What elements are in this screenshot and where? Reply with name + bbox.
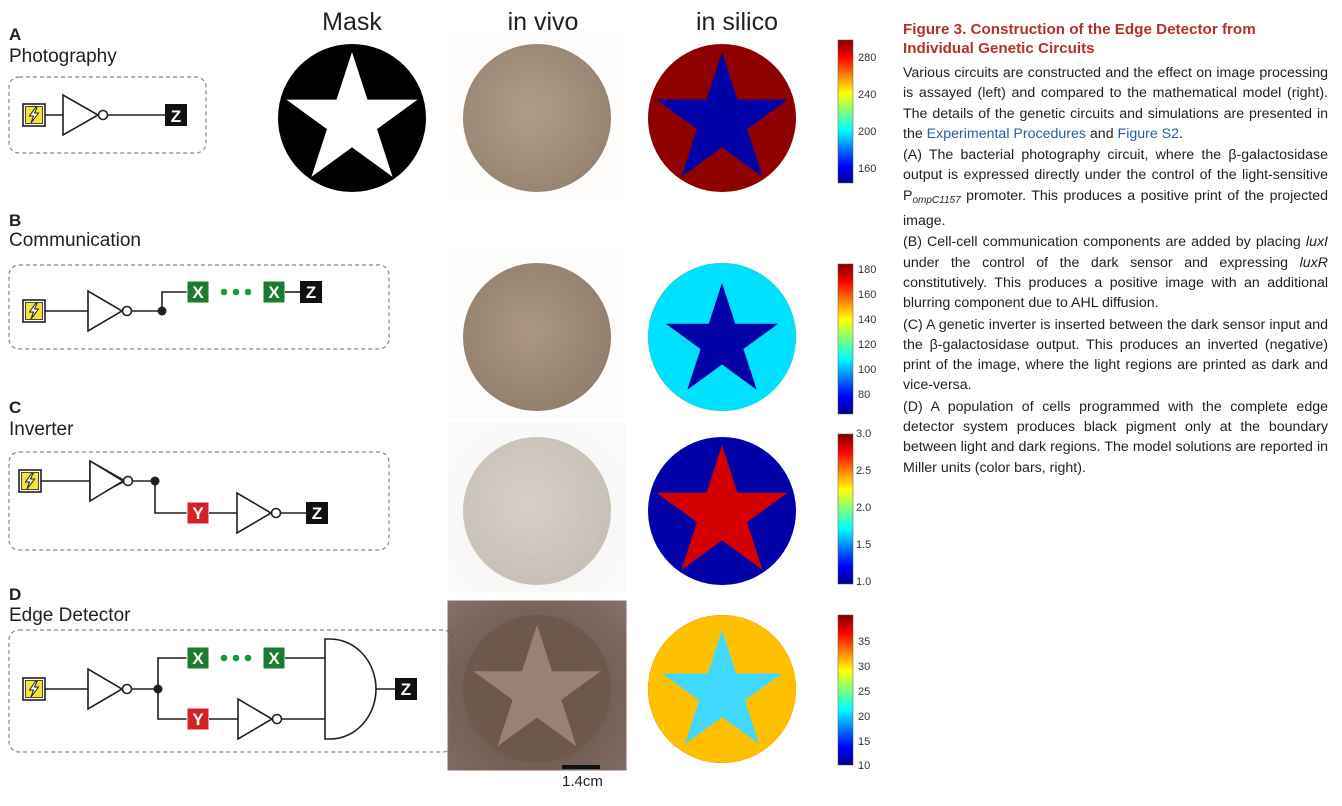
figure-caption: Figure 3. Construction of the Edge Detec… [903,20,1328,479]
colorbar-c-tick: 3.0 [856,428,872,440]
inverter-gate [87,667,124,711]
colorbar-d-tick: 25 [858,686,871,698]
column-header-in-silico: in silico [696,8,778,36]
gene-luxi: luxI [1305,234,1328,251]
colorbar-c [837,433,854,585]
colorbar-a-tick: 160 [858,163,877,175]
caption-text: promoter. This produces a positive print… [903,187,1328,230]
x-label: X [192,283,204,302]
z-output-box [300,281,322,303]
circuit-communication: X X Z [22,280,322,333]
colorbar-b-tick: 120 [858,339,877,351]
caption-title: Figure 3. Construction of the Edge Detec… [903,21,1256,57]
colorbar-b-tick: 80 [858,389,871,401]
x-box [186,280,210,304]
colorbar-b-tick: 180 [858,264,877,276]
light-sensor-icon [22,677,46,701]
colorbar-b-tick: 100 [858,364,877,376]
colorbar-b-tick: 160 [858,289,877,301]
z-output-box [165,104,187,126]
panel-title-communication: Communication [9,230,141,251]
colorbar-d-tick: 20 [858,711,871,723]
z-label: Z [312,504,322,523]
z-label: Z [171,107,181,126]
link-experimental-procedures[interactable]: Experimental Procedures [926,125,1086,142]
x-label: X [268,649,280,668]
colorbar-d-tick: 35 [858,636,871,648]
colorbar-a-tick: 200 [858,126,877,138]
panel-letter-d: D [9,585,22,604]
caption-intro: Various circuits are constructed and the… [903,63,1328,144]
caption-text: (A) The bacterial photography circuit, w… [903,147,1328,204]
colorbar-c-tick: 1.5 [856,539,872,551]
column-header-in-vivo: in vivo [507,8,579,36]
in-vivo-photography [463,44,611,192]
colorbar-d [837,614,854,766]
inverter-gate [89,459,125,503]
mask-image [278,44,426,192]
x-box [186,646,210,670]
inverter-gate [62,93,100,137]
caption-text: under the control of the dark sensor and… [903,254,1300,271]
in-silico-edge-detector [648,615,796,763]
caption-text: constitutively. This produces a positive… [903,274,1328,312]
panel-title-edge-detector: Edge Detector [9,605,131,626]
inverter-gate [87,289,124,333]
caption-text: . [1179,125,1183,142]
in-silico-communication [648,263,796,411]
light-sensor-icon [22,299,46,323]
colorbar-b [837,263,854,415]
colorbar-a-tick: 240 [858,89,877,101]
in-vivo-edge-detector [463,615,611,763]
caption-a: (A) The bacterial photography circuit, w… [903,145,1328,231]
caption-text: Various circuits are constructed and the… [903,65,1328,142]
y-label: Y [192,710,204,729]
in-silico-inverter [648,437,796,585]
in-vivo-communication [463,263,611,411]
panel-letter-b: B [9,211,22,230]
colorbar-b-tick: 140 [858,314,877,326]
colorbar-d-tick: 10 [858,760,871,772]
colorbar-d-tick: 30 [858,661,871,673]
scale-bar-label: 1.4cm [562,773,603,790]
caption-d: (D) A population of cells programmed wit… [903,398,1328,476]
z-output-box [306,502,328,524]
colorbar-a-tick: 280 [858,52,877,64]
y-label: Y [192,504,204,523]
colorbar-a [837,39,854,184]
z-label: Z [306,283,316,302]
panel-title-photography: Photography [9,46,117,67]
circuit-photography: Z [22,93,187,137]
link-figure-s2[interactable]: Figure S2 [1117,125,1180,142]
panel-title-inverter: Inverter [9,419,74,440]
colorbar-c-tick: 1.0 [856,576,872,588]
colorbar-c-tick: 2.5 [856,465,872,477]
colorbar-d-tick: 15 [858,736,871,748]
scale-bar [562,765,600,769]
circuit-inverter: Y Z [18,459,328,535]
circuit-box-inverter [8,451,390,551]
caption-c: (C) A genetic inverter is inserted betwe… [903,316,1328,394]
in-silico-photography [648,44,796,192]
caption-text: (B) Cell-cell communication components a… [903,234,1306,251]
light-sensor-icon [18,469,42,493]
colorbar-c-tick: 2.0 [856,502,872,514]
panel-letter-a: A [9,25,22,44]
caption-text: and [1085,125,1118,142]
column-header-mask: Mask [322,8,382,36]
x-label: X [192,649,204,668]
x-label: X [268,283,280,302]
panel-letter-c: C [9,398,22,417]
light-sensor-icon [22,103,46,127]
circuit-box-photography [8,76,207,154]
circuit-box-communication [8,264,390,350]
inverter-gate [237,697,274,741]
gene-luxr: luxR [1299,254,1328,271]
promoter-subscript: ompC1157 [912,194,961,206]
figure-graphics: Z X X Z Y Z [8,39,854,806]
caption-b: (B) Cell-cell communication components a… [903,232,1328,313]
inverter-gate [236,491,273,535]
